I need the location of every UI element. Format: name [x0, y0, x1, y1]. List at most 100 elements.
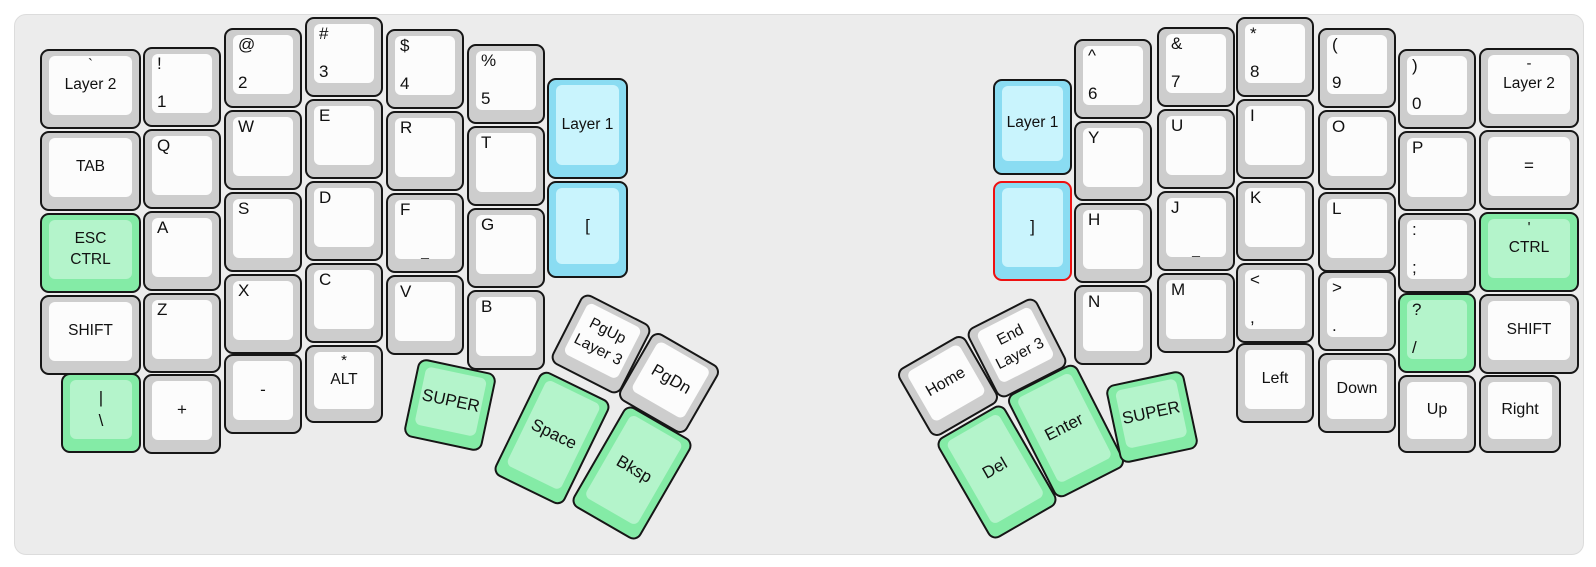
key-v[interactable]: V: [386, 275, 464, 355]
keycap-top: SHIFT: [1488, 301, 1570, 360]
key-n[interactable]: N: [1074, 285, 1152, 365]
key-u[interactable]: U: [1157, 109, 1235, 189]
keycap-top: K: [1245, 188, 1305, 247]
key-s[interactable]: S: [224, 192, 302, 272]
key-label-main: Up: [1426, 401, 1448, 419]
key-label-shifted: &: [1171, 34, 1183, 53]
key-label-shifted: S: [238, 199, 250, 218]
key-greater-period[interactable]: >.: [1318, 271, 1396, 351]
key-shift-left[interactable]: SHIFT: [40, 295, 141, 375]
key-p[interactable]: P: [1398, 131, 1476, 211]
key-at-2[interactable]: @2: [224, 28, 302, 108]
key-shift-right[interactable]: SHIFT: [1479, 294, 1579, 374]
key-c[interactable]: C: [305, 263, 383, 343]
key-b[interactable]: B: [467, 290, 545, 370]
key-question-slash[interactable]: ?/: [1398, 293, 1476, 373]
key-grave-layer2[interactable]: `Layer 2: [40, 49, 141, 129]
key-plus[interactable]: +: [143, 374, 221, 454]
key-minus-left[interactable]: -: [224, 354, 302, 434]
key-label-main: SUPER: [420, 385, 482, 417]
key-amp-7[interactable]: &7: [1157, 27, 1235, 107]
key-label-top: *: [341, 352, 347, 369]
key-equals[interactable]: =: [1479, 130, 1579, 210]
key-x[interactable]: X: [224, 274, 302, 354]
key-a[interactable]: A: [143, 211, 221, 291]
keycap-top: ?/: [1407, 300, 1467, 359]
key-z[interactable]: Z: [143, 293, 221, 373]
key-dollar-4[interactable]: $4: [386, 29, 464, 109]
keycap-top: ]: [1002, 188, 1063, 267]
key-exclam-1[interactable]: !1: [143, 47, 221, 127]
key-star-alt[interactable]: *ALT: [305, 345, 383, 423]
keycap-top: B: [476, 297, 536, 356]
key-percent-5[interactable]: %5: [467, 44, 545, 124]
key-label-shifted: %: [481, 51, 497, 70]
key-l[interactable]: L: [1318, 192, 1396, 272]
key-minus-layer2[interactable]: -Layer 2: [1479, 48, 1579, 128]
key-q[interactable]: Q: [143, 129, 221, 209]
key-t[interactable]: T: [467, 126, 545, 206]
keycap-top: *8: [1245, 24, 1305, 83]
key-label-shifted: (: [1332, 35, 1338, 54]
key-r[interactable]: R: [386, 111, 464, 191]
key-label-shifted: N: [1088, 292, 1101, 311]
key-j[interactable]: J_: [1157, 191, 1235, 271]
key-pipe-backslash[interactable]: |\: [61, 373, 141, 453]
key-lparen-9[interactable]: (9: [1318, 28, 1396, 108]
key-less-comma[interactable]: <,: [1236, 263, 1314, 343]
keycap-top: A: [152, 218, 212, 277]
key-label-shifted: *: [1250, 24, 1257, 43]
key-star-8[interactable]: *8: [1236, 17, 1314, 97]
key-label-shifted: >: [1332, 278, 1342, 297]
key-left[interactable]: Left: [1236, 343, 1314, 423]
key-right[interactable]: Right: [1479, 375, 1561, 453]
key-label-homing: _: [1192, 241, 1200, 257]
key-hash-3[interactable]: #3: [305, 17, 383, 97]
key-quote-ctrl[interactable]: 'CTRL: [1479, 212, 1579, 292]
key-label-shifted: :: [1412, 220, 1417, 239]
key-label-main: Right: [1501, 401, 1539, 419]
key-super-left[interactable]: SUPER: [402, 357, 498, 453]
keycap-top: C: [314, 270, 374, 329]
key-label-shifted: T: [481, 133, 492, 152]
key-i[interactable]: I: [1236, 99, 1314, 179]
keycap-top: *ALT: [314, 352, 374, 409]
key-colon-semicolon[interactable]: :;: [1398, 213, 1476, 293]
key-up[interactable]: Up: [1398, 375, 1476, 453]
key-label-unshifted: 4: [400, 74, 410, 93]
keycap-top: )0: [1407, 56, 1467, 115]
key-o[interactable]: O: [1318, 110, 1396, 190]
key-h[interactable]: H: [1074, 203, 1152, 283]
key-label-main: -: [260, 380, 266, 400]
key-k[interactable]: K: [1236, 181, 1314, 261]
key-g[interactable]: G: [467, 208, 545, 288]
key-tab[interactable]: TAB: [40, 131, 141, 211]
key-label-shifted: G: [481, 215, 495, 234]
key-super-right[interactable]: SUPER: [1104, 369, 1200, 465]
keycap-top: L: [1327, 199, 1387, 258]
key-down[interactable]: Down: [1318, 353, 1396, 433]
keycap-top: :;: [1407, 220, 1467, 279]
key-w[interactable]: W: [224, 110, 302, 190]
key-label-main: Home: [923, 364, 969, 401]
key-rparen-0[interactable]: )0: [1398, 49, 1476, 129]
key-caret-6[interactable]: ^6: [1074, 39, 1152, 119]
key-lbracket[interactable]: [: [547, 181, 628, 278]
key-label-main: Layer 1: [561, 115, 614, 133]
key-e[interactable]: E: [305, 99, 383, 179]
key-m[interactable]: M: [1157, 273, 1235, 353]
key-rbracket[interactable]: ]: [993, 181, 1072, 281]
keycap-top: [: [556, 188, 619, 264]
key-label-shifted: B: [481, 297, 493, 316]
key-d[interactable]: D: [305, 181, 383, 261]
keycap-top: I: [1245, 106, 1305, 165]
key-layer1-right[interactable]: Layer 1: [993, 79, 1072, 175]
key-y[interactable]: Y: [1074, 121, 1152, 201]
key-layer1-left[interactable]: Layer 1: [547, 78, 628, 179]
key-f[interactable]: F_: [386, 193, 464, 273]
key-label-shifted: Q: [157, 136, 171, 155]
key-label-shifted: @: [238, 35, 256, 54]
